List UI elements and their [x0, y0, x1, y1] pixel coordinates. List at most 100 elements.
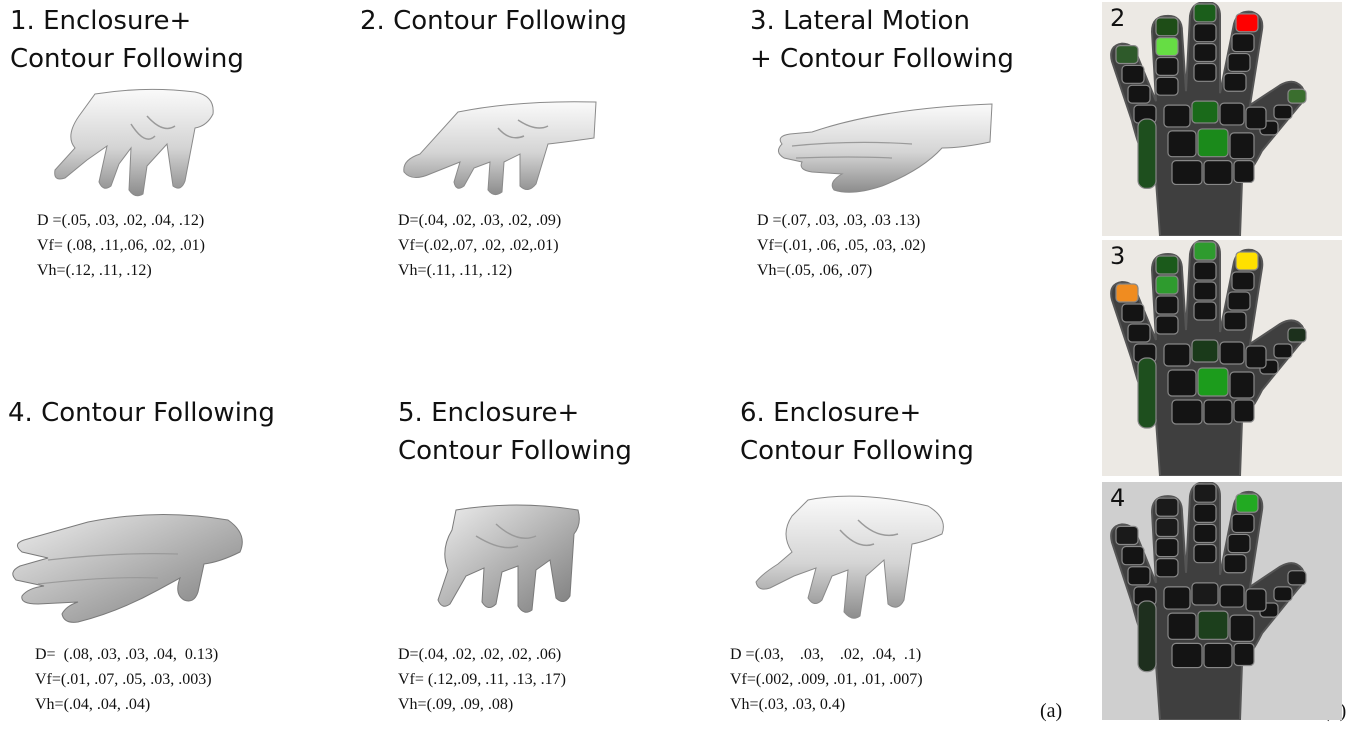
segment-index-3	[1156, 316, 1178, 334]
segment-middle-3	[1194, 302, 1216, 320]
grasp-2-d: D=(.04, .02, .03, .02, .09)	[398, 208, 561, 233]
grasp-6-title: 6. Enclosure+ Contour Following	[740, 394, 974, 470]
segment-ring-3	[1224, 312, 1246, 330]
segment-little-2	[1128, 85, 1150, 103]
segment-palm-1	[1192, 340, 1218, 362]
segment-palm-5	[1198, 368, 1228, 396]
grasp-3-title-line-2: + Contour Following	[750, 40, 1014, 78]
segment-palm-0	[1164, 344, 1190, 366]
segment-palm-heel	[1138, 119, 1156, 188]
segment-little-1	[1122, 547, 1144, 565]
segment-middle-3	[1194, 63, 1216, 81]
segment-palm-5	[1198, 611, 1228, 639]
segment-palm-4	[1168, 370, 1196, 396]
segment-middle-1	[1194, 504, 1216, 522]
sensor-map-3-number: 3	[1110, 242, 1125, 270]
segment-palm-2	[1220, 342, 1244, 364]
sensor-map-4: 4	[1102, 482, 1342, 720]
segment-palm-1	[1192, 583, 1218, 605]
segment-ring-1	[1232, 272, 1254, 290]
hand-render-1	[35, 86, 225, 201]
segment-middle-2	[1194, 44, 1216, 62]
segment-thumb-0	[1288, 328, 1306, 342]
segment-index-1	[1156, 518, 1178, 536]
segment-thumb-0	[1288, 571, 1306, 585]
grasp-2-params: D=(.04, .02, .03, .02, .09) Vf=(.02,.07,…	[398, 208, 561, 283]
segment-ring-3	[1224, 73, 1246, 91]
segment-ring-0	[1236, 252, 1258, 270]
panel-a-label: (a)	[1040, 700, 1062, 723]
grasp-6-title-line-2: Contour Following	[740, 432, 974, 470]
segment-palm-9	[1234, 400, 1254, 422]
segment-palm-4	[1168, 131, 1196, 157]
grasp-1-title: 1. Enclosure+ Contour Following	[10, 2, 244, 78]
segment-index-1	[1156, 38, 1178, 56]
segment-little-2	[1128, 324, 1150, 342]
grasp-4-vf: Vf=(.01, .07, .05, .03, .003)	[35, 667, 218, 692]
hand-render-2	[398, 98, 598, 198]
segment-palm-8	[1204, 161, 1232, 185]
grasp-5-vh: Vh=(.09, .09, .08)	[398, 692, 566, 717]
segment-ring-0	[1236, 494, 1258, 512]
segment-ring-1	[1232, 514, 1254, 532]
segment-palm-7	[1172, 161, 1202, 185]
segment-little-0	[1116, 284, 1138, 302]
segment-thumb-0	[1288, 89, 1306, 103]
segment-palm-0	[1164, 105, 1190, 127]
grasp-2-title: 2. Contour Following	[360, 2, 627, 40]
grasp-6-vh: Vh=(.03, .03, 0.4)	[730, 692, 923, 717]
grasp-2-title-line-1: 2. Contour Following	[360, 2, 627, 40]
segment-ring-2	[1228, 54, 1250, 72]
grasp-5-params: D=(.04, .02, .02, .02, .06) Vf= (.12,.09…	[398, 642, 566, 717]
segment-palm-5	[1198, 129, 1228, 157]
sensor-hand-4	[1102, 482, 1342, 720]
segment-little-0	[1116, 46, 1138, 64]
segment-ring-0	[1236, 14, 1258, 32]
segment-ring-2	[1228, 534, 1250, 552]
segment-palm-2	[1220, 103, 1244, 125]
sensor-map-4-number: 4	[1110, 484, 1125, 512]
grasp-2-vh: Vh=(.11, .11, .12)	[398, 258, 561, 283]
segment-palm-heel	[1138, 601, 1156, 672]
hand-render-4	[8, 500, 248, 625]
segment-little-0	[1116, 526, 1138, 544]
segment-palm-3	[1246, 346, 1266, 368]
segment-index-0	[1156, 18, 1178, 36]
grasp-5-vf: Vf= (.12,.09, .11, .13, .17)	[398, 667, 566, 692]
hand-render-3	[772, 100, 994, 200]
grasp-5-title-line-2: Contour Following	[398, 432, 632, 470]
segment-middle-0	[1194, 484, 1216, 502]
hand-render-6	[748, 490, 948, 625]
grasp-1-d: D =(.05, .03, .02, .04, .12)	[37, 208, 205, 233]
segment-index-1	[1156, 276, 1178, 294]
segment-palm-7	[1172, 643, 1202, 667]
grasp-5-title-line-1: 5. Enclosure+	[398, 394, 632, 432]
segment-thumb-1	[1274, 105, 1292, 119]
grasp-1-params: D =(.05, .03, .02, .04, .12) Vf= (.08, .…	[37, 208, 205, 283]
grasp-4-title-line-1: 4. Contour Following	[8, 394, 275, 432]
segment-index-2	[1156, 296, 1178, 314]
grasp-6-title-line-1: 6. Enclosure+	[740, 394, 974, 432]
grasp-5-d: D=(.04, .02, .02, .02, .06)	[398, 642, 566, 667]
segment-index-3	[1156, 77, 1178, 95]
grasp-3-title: 3. Lateral Motion + Contour Following	[750, 2, 1014, 78]
grasp-6-d: D =(.03, .03, .02, .04, .1)	[730, 642, 923, 667]
segment-index-0	[1156, 498, 1178, 516]
segment-palm-9	[1234, 161, 1254, 183]
segment-palm-6	[1230, 615, 1254, 641]
grasp-3-params: D =(.07, .03, .03, .03 .13) Vf=(.01, .06…	[757, 208, 926, 283]
segment-palm-4	[1168, 613, 1196, 639]
segment-middle-0	[1194, 4, 1216, 22]
grasp-4-d: D= (.08, .03, .03, .04, 0.13)	[35, 642, 218, 667]
segment-ring-2	[1228, 292, 1250, 310]
grasp-1-vh: Vh=(.12, .11, .12)	[37, 258, 205, 283]
segment-index-0	[1156, 256, 1178, 274]
grasp-4-params: D= (.08, .03, .03, .04, 0.13) Vf=(.01, .…	[35, 642, 218, 717]
segment-middle-1	[1194, 262, 1216, 280]
sensor-hand-2	[1102, 2, 1342, 236]
segment-palm-heel	[1138, 358, 1156, 428]
grasp-3-vh: Vh=(.05, .06, .07)	[757, 258, 926, 283]
segment-index-3	[1156, 559, 1178, 577]
segment-palm-7	[1172, 400, 1202, 424]
segment-palm-9	[1234, 643, 1254, 665]
